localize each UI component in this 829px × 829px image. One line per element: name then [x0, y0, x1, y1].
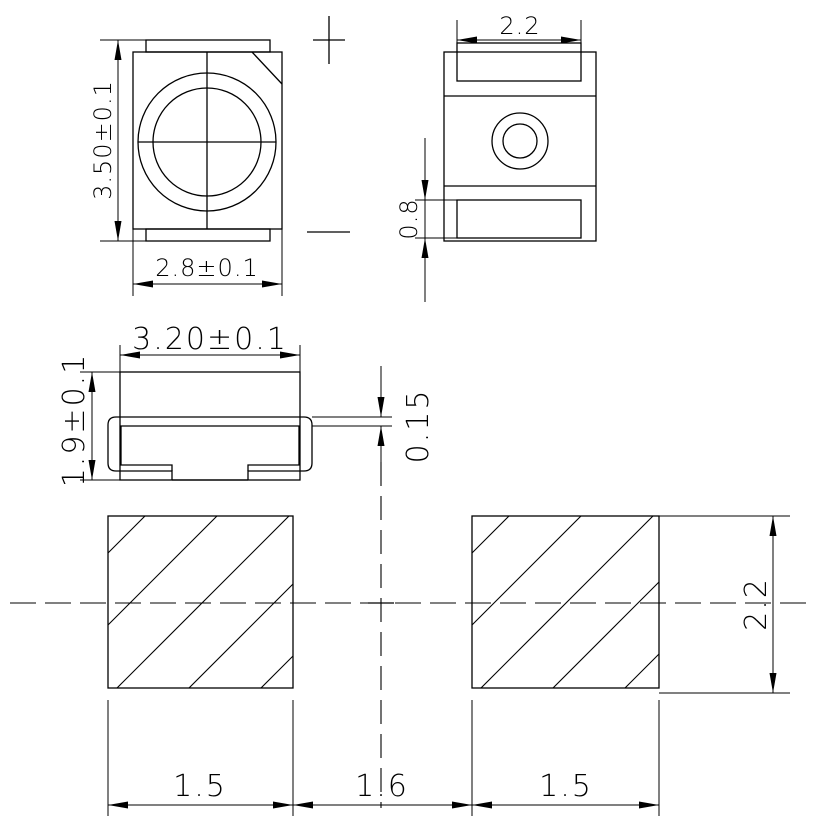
land-pad-right: [471, 515, 660, 689]
side-view-terminal-outer: [107, 416, 313, 480]
bottom-view-body: [443, 51, 597, 242]
bottom-view-pad-top: [456, 42, 582, 82]
bottom-view-pad-bottom: [456, 199, 582, 239]
top-view-terminal-top: [145, 39, 271, 53]
dim-body-length: 3.50±0.1: [89, 80, 117, 200]
dim-land-width-right: 1.5: [539, 769, 593, 804]
dim-land-gap: 1.6: [355, 769, 409, 804]
top-view-polarity-chamfer: [251, 51, 283, 85]
dim-side-length: 3.20±0.1: [132, 322, 288, 357]
land-pad-left-hatching: [108, 516, 293, 688]
dim-body-width: 2.8±0.1: [155, 254, 258, 282]
top-view: 3.50±0.1 2.8±0.1: [89, 16, 350, 296]
dim-pad-length: 0.8: [395, 198, 423, 239]
dim-pad-width: 2.2: [499, 12, 540, 40]
top-view-terminal-bottom: [145, 228, 271, 242]
side-view: 3.20±0.1 1.9±0.1 0.15: [57, 322, 436, 487]
dim-side-height: 1.9±0.1: [57, 353, 92, 488]
bottom-view-circle-outer: [491, 112, 549, 170]
dim-land-height: 2.2: [739, 577, 774, 631]
land-pattern: 2.2 1.5 1.6 1.5: [10, 462, 812, 816]
bottom-view-circle-inner: [502, 123, 538, 159]
dim-land-width-left: 1.5: [173, 769, 227, 804]
side-view-terminal-inner: [120, 425, 300, 471]
land-pad-left: [107, 515, 294, 689]
bottom-view: 2.2 0.8: [395, 12, 597, 302]
dim-terminal-thickness: 0.15: [401, 389, 436, 464]
land-pad-right-hatching: [472, 516, 659, 688]
